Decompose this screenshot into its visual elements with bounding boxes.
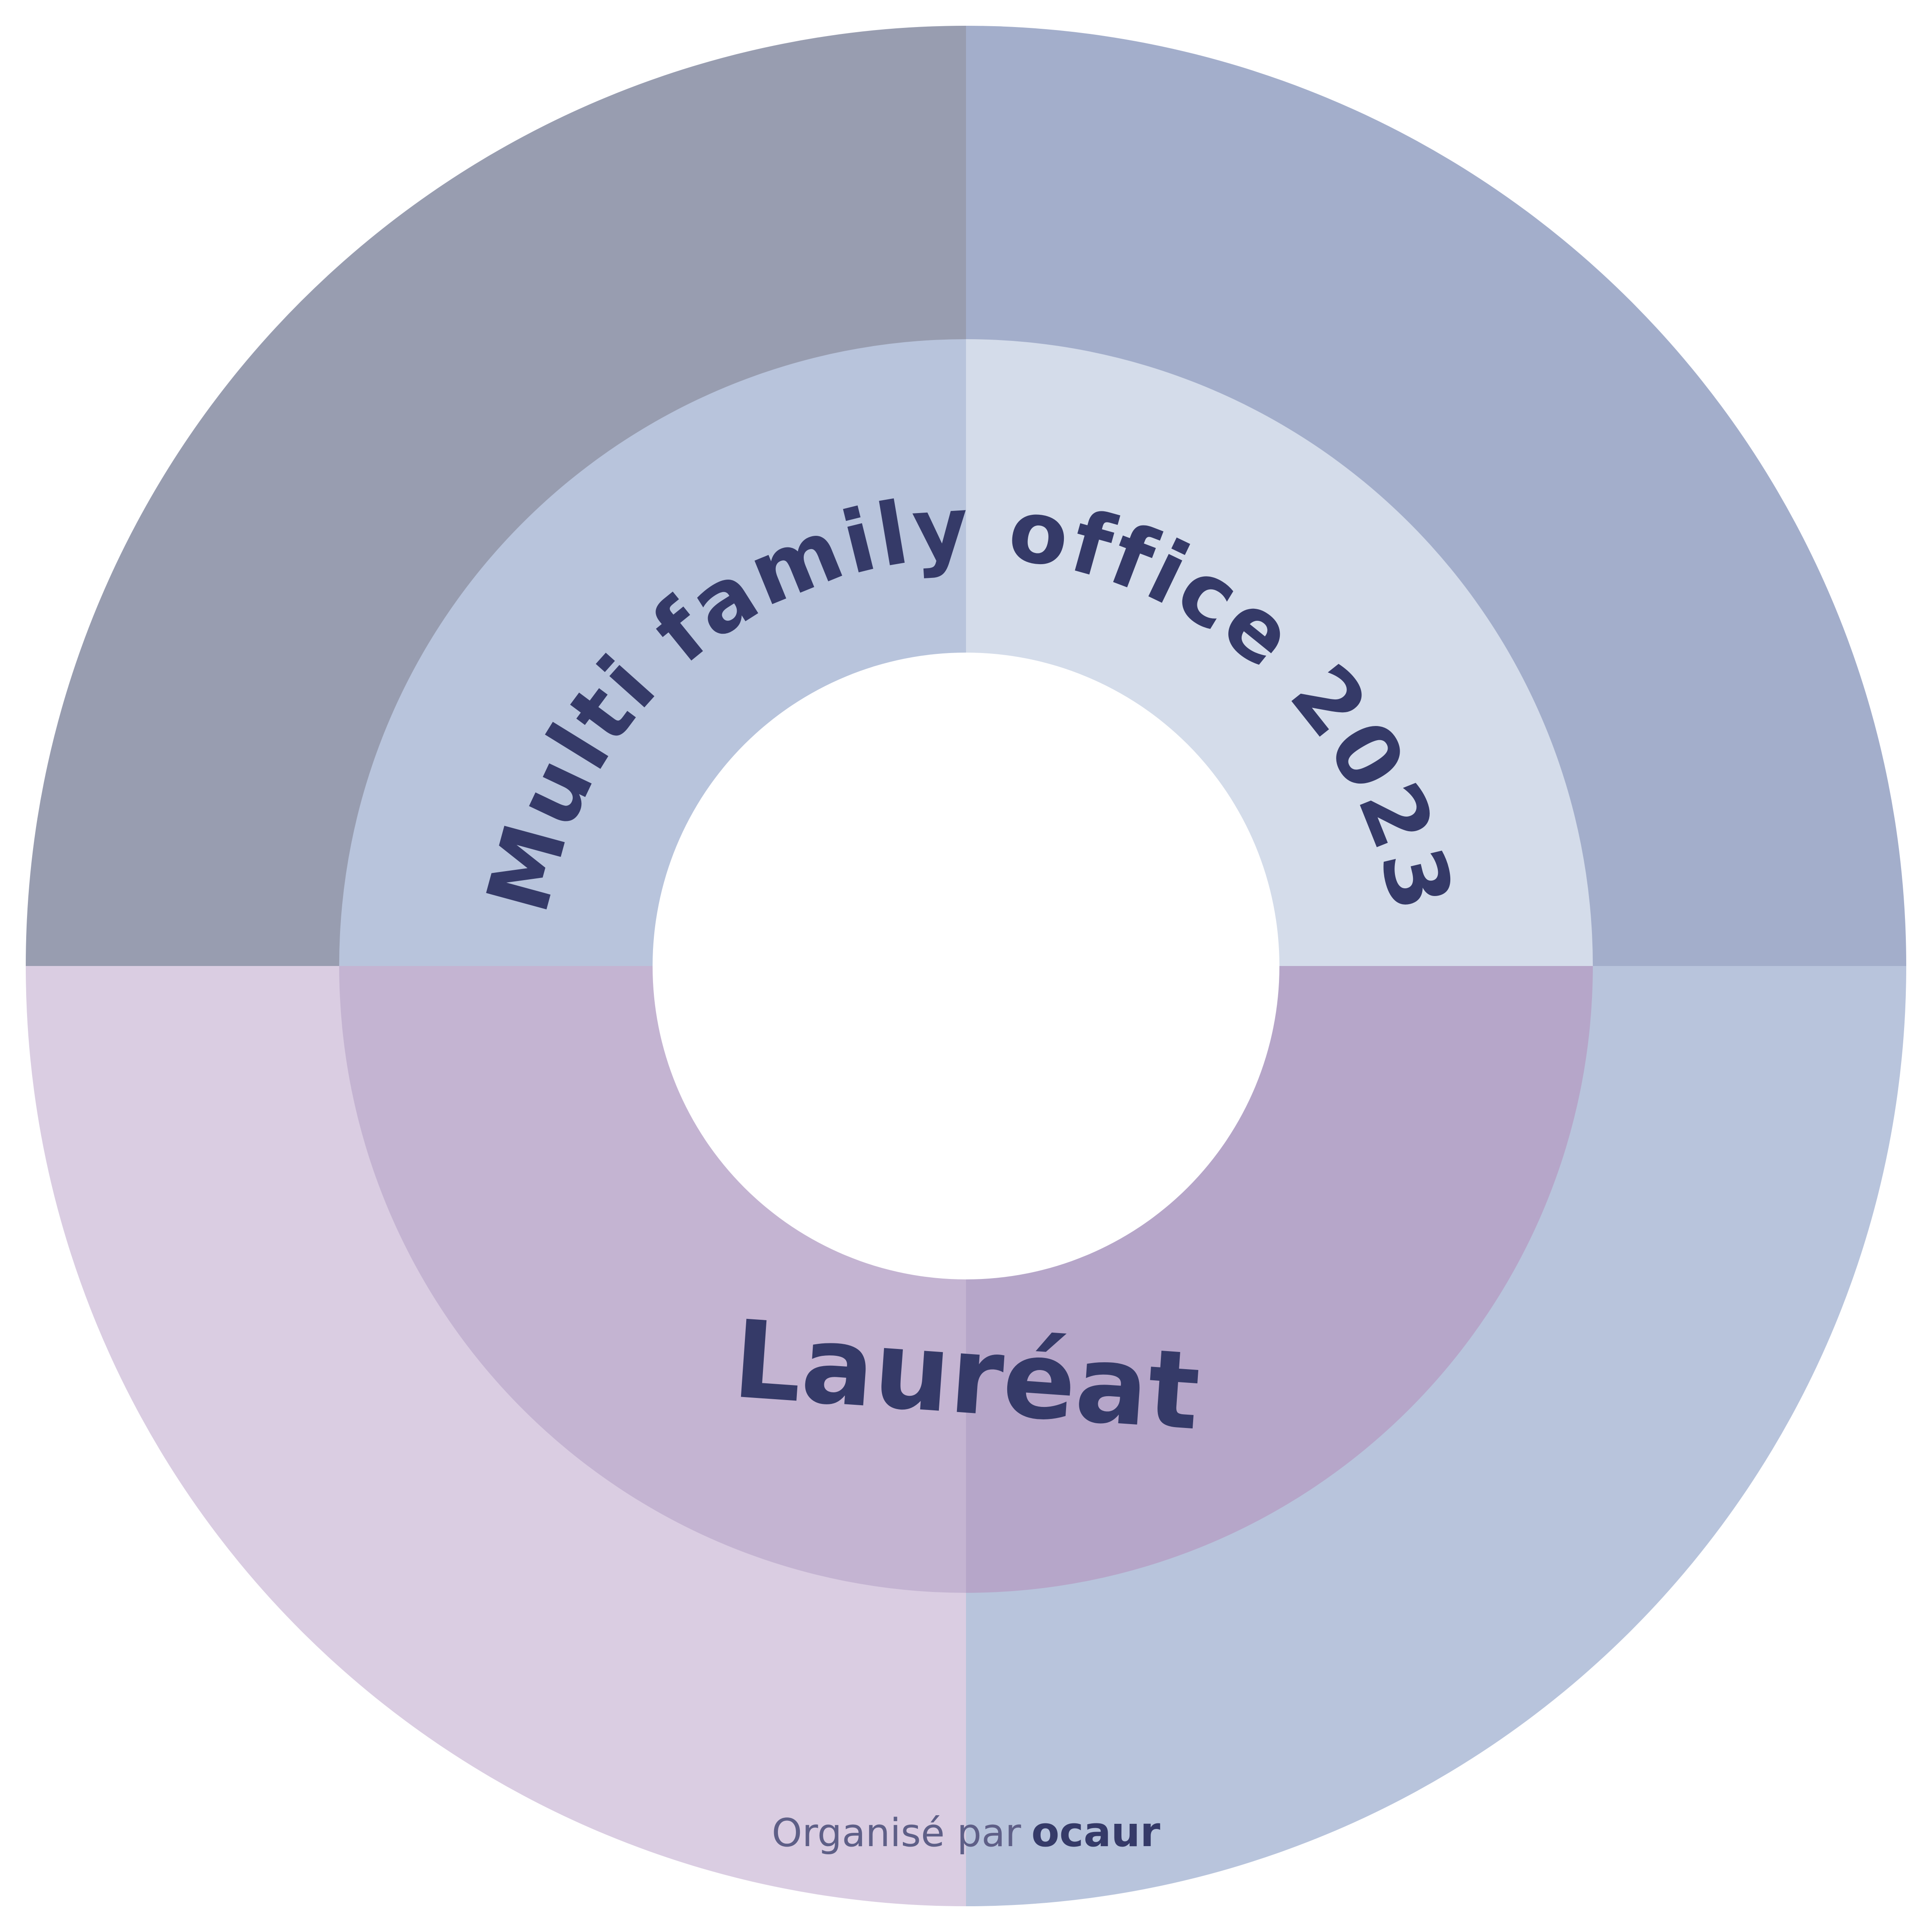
organizer-prefix: Organisé par xyxy=(772,1810,1021,1856)
organizer-logo-text: ocaur xyxy=(1031,1809,1160,1856)
center-circle xyxy=(653,653,1279,1279)
organizer-line: Organisé par ocaur xyxy=(772,1809,1160,1856)
